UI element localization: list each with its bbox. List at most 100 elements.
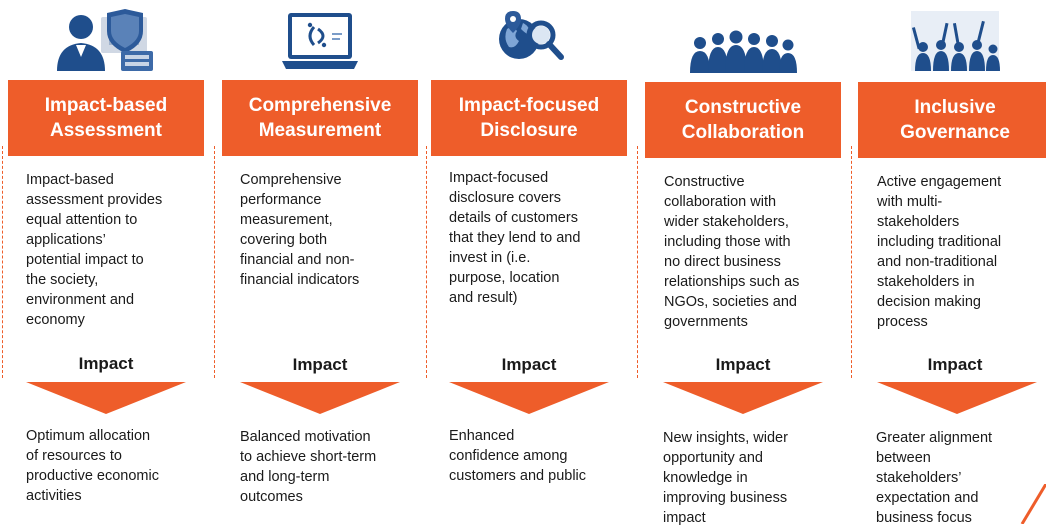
description-line: with multi- (877, 194, 943, 210)
business-group-icon (645, 6, 841, 76)
description-line: details of customers (449, 210, 578, 226)
dashed-divider (637, 146, 638, 378)
description-line: stakeholders (877, 214, 960, 230)
description-line: process (877, 314, 928, 330)
outcome-line: and long-term (240, 469, 330, 485)
description: Impact-focused disclosure covers details… (449, 168, 580, 308)
outcome-line: Optimum allocation (26, 428, 151, 444)
description: Constructive collaboration with wider st… (664, 172, 799, 332)
description: Impact-based assessment provides equal a… (26, 170, 162, 330)
down-arrow-icon (26, 382, 186, 414)
description-line: decision making (877, 294, 981, 310)
description-line: financial indicators (240, 272, 360, 288)
title-line-1: Inclusive (914, 97, 996, 118)
outcome-line: New insights, wider (663, 430, 788, 446)
description-line: financial and non- (240, 252, 355, 268)
description-line: applications’ (26, 232, 106, 248)
description-line: economy (26, 312, 85, 328)
outcome-line: confidence among (449, 448, 568, 464)
description-line: Comprehensive (240, 172, 342, 188)
description-line: the society, (26, 272, 99, 288)
dashed-divider (426, 146, 427, 378)
impact-label: Impact (78, 354, 134, 373)
description-line: that they lend to and (449, 230, 581, 246)
cheering-crowd-icon (858, 6, 1046, 76)
outcome-line: Balanced motivation (240, 429, 371, 445)
outcome-line: Greater alignment (876, 430, 993, 446)
outcome-line: outcomes (240, 489, 303, 505)
title-line-2: Measurement (258, 120, 382, 141)
description-line: equal attention to (26, 212, 138, 228)
title-line-2: Disclosure (480, 120, 578, 141)
outcome-line: stakeholders’ (876, 470, 962, 486)
outcome-line: impact (663, 510, 706, 526)
description: Comprehensive performance measurement, c… (240, 170, 359, 290)
description-line: performance (240, 192, 322, 208)
description-line: collaboration with (664, 194, 777, 210)
outcome-line: customers and public (449, 468, 587, 484)
down-arrow-icon (449, 382, 609, 414)
description-line: measurement, (240, 212, 333, 228)
outcome-line: opportunity and (663, 450, 763, 466)
outcome-line: of resources to (26, 448, 122, 464)
description-line: including traditional (877, 234, 1002, 250)
title-line-2: Collaboration (681, 122, 805, 143)
title-line-1: Impact-focused (458, 95, 600, 116)
description-line: potential impact to (26, 252, 144, 268)
impact-label: Impact (927, 355, 983, 374)
corner-accent-line (1020, 484, 1046, 524)
down-arrow-icon (877, 382, 1037, 414)
down-arrow-icon (240, 382, 400, 414)
title-line-1: Comprehensive (248, 95, 392, 116)
description-line: and result) (449, 290, 518, 306)
dashed-divider (2, 146, 3, 378)
description-line: environment and (26, 292, 135, 308)
outcome-line: expectation and (876, 490, 979, 506)
outcome: Enhanced confidence among customers and … (449, 426, 586, 486)
description-line: assessment provides (26, 192, 163, 208)
description-line: Impact-focused (449, 170, 549, 186)
outcome-line: improving business (663, 490, 788, 506)
title-line-1: Constructive (684, 97, 802, 118)
outcome: Balanced motivation to achieve short-ter… (240, 427, 376, 507)
security-shield-person-icon (8, 6, 204, 76)
description-line: NGOs, societies and (664, 294, 797, 310)
description-line: including those with (664, 234, 791, 250)
title-line-1: Impact-based (44, 95, 168, 116)
description-line: Constructive (664, 174, 745, 190)
outcome-line: Enhanced (449, 428, 515, 444)
outcome-line: productive economic (26, 468, 159, 484)
description-line: disclosure covers (449, 190, 562, 206)
down-arrow-icon (663, 382, 823, 414)
description-line: and non-traditional (877, 254, 998, 270)
globe-search-icon (431, 6, 627, 76)
outcome-line: activities (26, 488, 82, 504)
description-line: stakeholders in (877, 274, 975, 290)
description-line: governments (664, 314, 748, 330)
dashed-divider (214, 146, 215, 378)
description-line: relationships such as (664, 274, 800, 290)
description-line: wider stakeholders, (664, 214, 789, 230)
outcome-line: business focus (876, 510, 972, 526)
description-line: Impact-based (26, 172, 114, 188)
outcome-line: to achieve short-term (240, 449, 377, 465)
title-line-2: Governance (900, 122, 1010, 143)
impact-label: Impact (715, 355, 771, 374)
outcome: Optimum allocation of resources to produ… (26, 426, 159, 506)
description-line: purpose, location (449, 270, 560, 286)
description-line: covering both (240, 232, 328, 248)
outcome: New insights, wider opportunity and know… (663, 428, 788, 528)
impact-label: Impact (501, 355, 557, 374)
description-line: no direct business (664, 254, 781, 270)
laptop-analytics-icon (222, 6, 418, 76)
dashed-divider (851, 146, 852, 378)
